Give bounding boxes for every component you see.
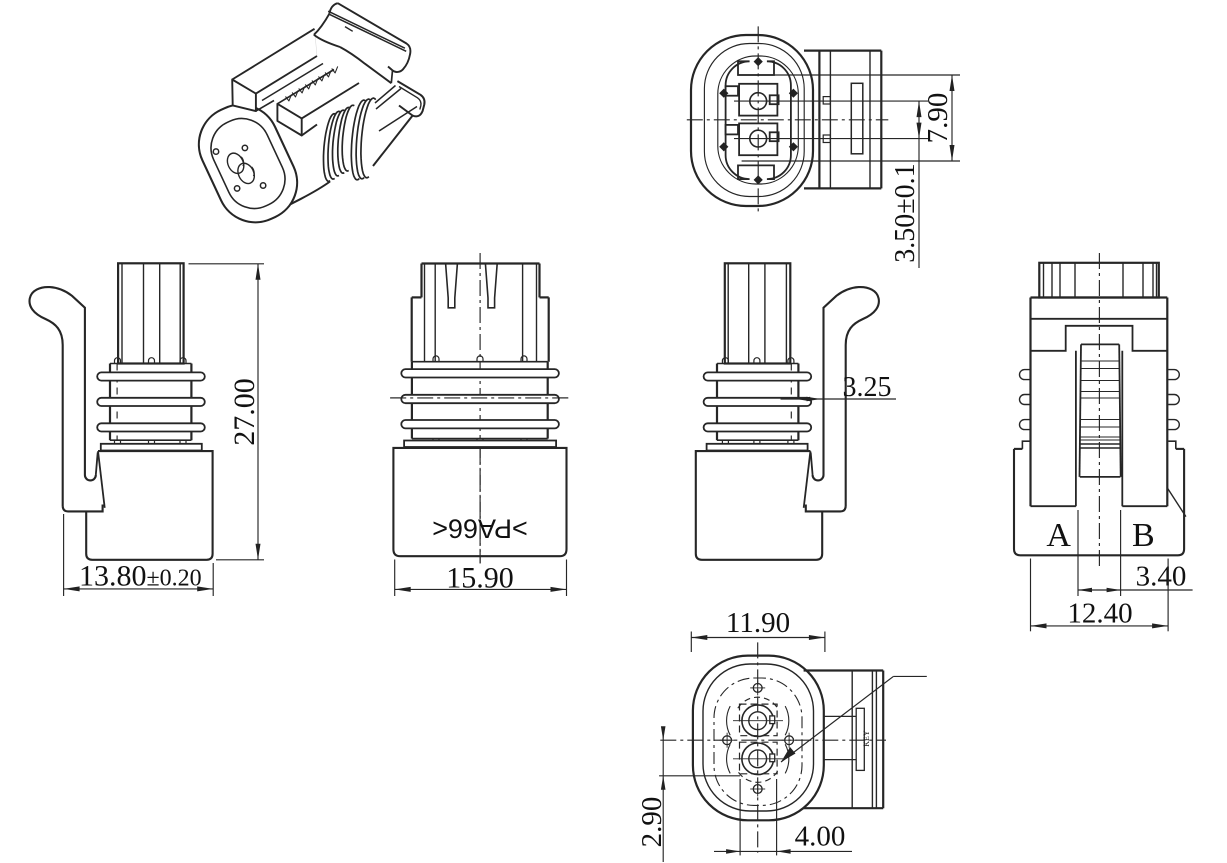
svg-text:7.90: 7.90 xyxy=(922,93,954,144)
svg-text:12.40: 12.40 xyxy=(1067,598,1132,630)
svg-text:>PA66<: >PA66< xyxy=(432,514,528,544)
svg-text:3.50±0.1: 3.50±0.1 xyxy=(890,163,921,262)
svg-text:4.00: 4.00 xyxy=(795,821,846,853)
svg-text:15.90: 15.90 xyxy=(446,562,514,595)
svg-text:B: B xyxy=(1132,517,1155,554)
svg-text:KEY: KEY xyxy=(862,730,871,747)
svg-text:27.00: 27.00 xyxy=(228,378,261,446)
svg-text:A: A xyxy=(1046,517,1071,554)
svg-text:3.40: 3.40 xyxy=(1136,561,1187,593)
svg-text:3.25: 3.25 xyxy=(843,372,892,403)
svg-text:11.90: 11.90 xyxy=(726,607,790,639)
svg-text:2.90: 2.90 xyxy=(636,797,668,848)
svg-text:13.80±0.20: 13.80±0.20 xyxy=(79,560,202,593)
